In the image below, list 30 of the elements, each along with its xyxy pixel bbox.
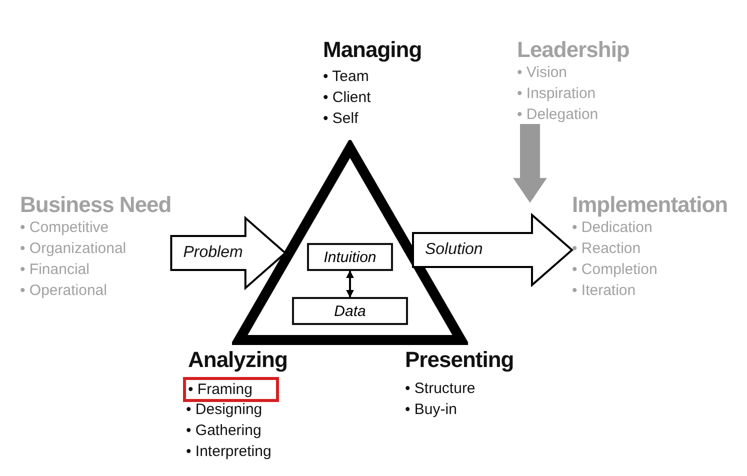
block-arrow [513,124,547,203]
list-item: • Structure [405,379,476,399]
text-box: Intuition [307,243,393,271]
highlight-box: • Framing [183,377,279,402]
list-item: • Designing [186,400,262,420]
heading: Leadership [517,38,630,62]
list-item: • Vision [517,63,568,83]
list-item: • Interpreting [186,442,272,462]
list-item: • Financial [20,260,90,280]
list-item: • Self [323,109,358,129]
list-item: • Reaction [572,239,642,259]
list-item: • Client [323,88,371,108]
list-item: • Competitive [20,218,110,238]
list-item: • Gathering [186,421,262,441]
list-item: • Team [323,67,369,87]
list-item: • Iteration [572,281,637,301]
list-item: • Delegation [517,105,600,125]
heading: Implementation [572,193,728,217]
list-item: • Dedication [572,218,654,238]
list-item: • Organizational [20,239,128,259]
list-item: • Buy-in [405,400,457,420]
heading: Managing [323,38,422,62]
heading: Presenting [405,348,514,372]
text-box: Data [292,297,408,325]
double-arrow [346,270,354,298]
list-item: • Operational [20,281,108,301]
heading: Business Need [20,193,172,217]
heading: Analyzing [188,348,288,372]
list-item: • Inspiration [517,84,597,104]
list-item: • Completion [572,260,658,280]
